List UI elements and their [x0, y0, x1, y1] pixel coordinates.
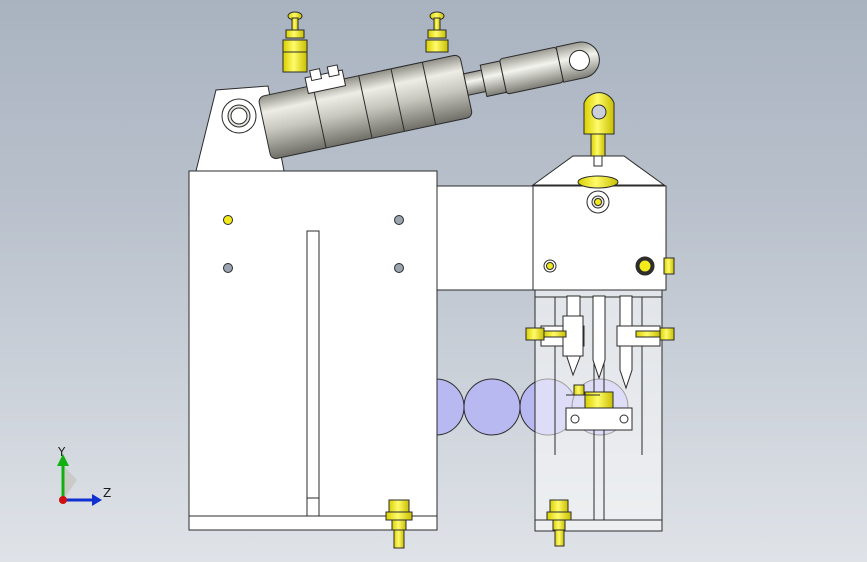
air-fitting-left	[282, 11, 308, 73]
axis-label-y: Y	[57, 445, 66, 459]
roller-2	[463, 378, 521, 436]
hole-2	[223, 263, 233, 273]
main-base-plate	[188, 170, 438, 531]
slot-groove	[306, 230, 320, 517]
hole-yellow	[223, 215, 233, 225]
air-fitting-right	[425, 11, 449, 53]
gripper-body	[534, 286, 663, 532]
gripper-cap	[531, 155, 666, 186]
pneumatic-cylinder	[258, 41, 600, 160]
bottom-fitting-left	[385, 499, 413, 549]
gripper-jaw-center	[592, 295, 606, 380]
air-fittings	[282, 11, 449, 73]
hole-3	[394, 263, 404, 273]
axis-label-z: Z	[103, 486, 111, 500]
sensor-body	[584, 391, 614, 409]
coordinate-triad-icon: Y Z	[57, 445, 111, 506]
lifting-eyebolt	[583, 92, 615, 167]
gripper-fasteners	[525, 327, 675, 396]
hole-1	[394, 215, 404, 225]
bottom-fitting-right	[546, 499, 572, 547]
bottom-fittings	[385, 499, 572, 549]
crossbeam	[436, 155, 675, 291]
cylinder-mount	[195, 85, 285, 172]
